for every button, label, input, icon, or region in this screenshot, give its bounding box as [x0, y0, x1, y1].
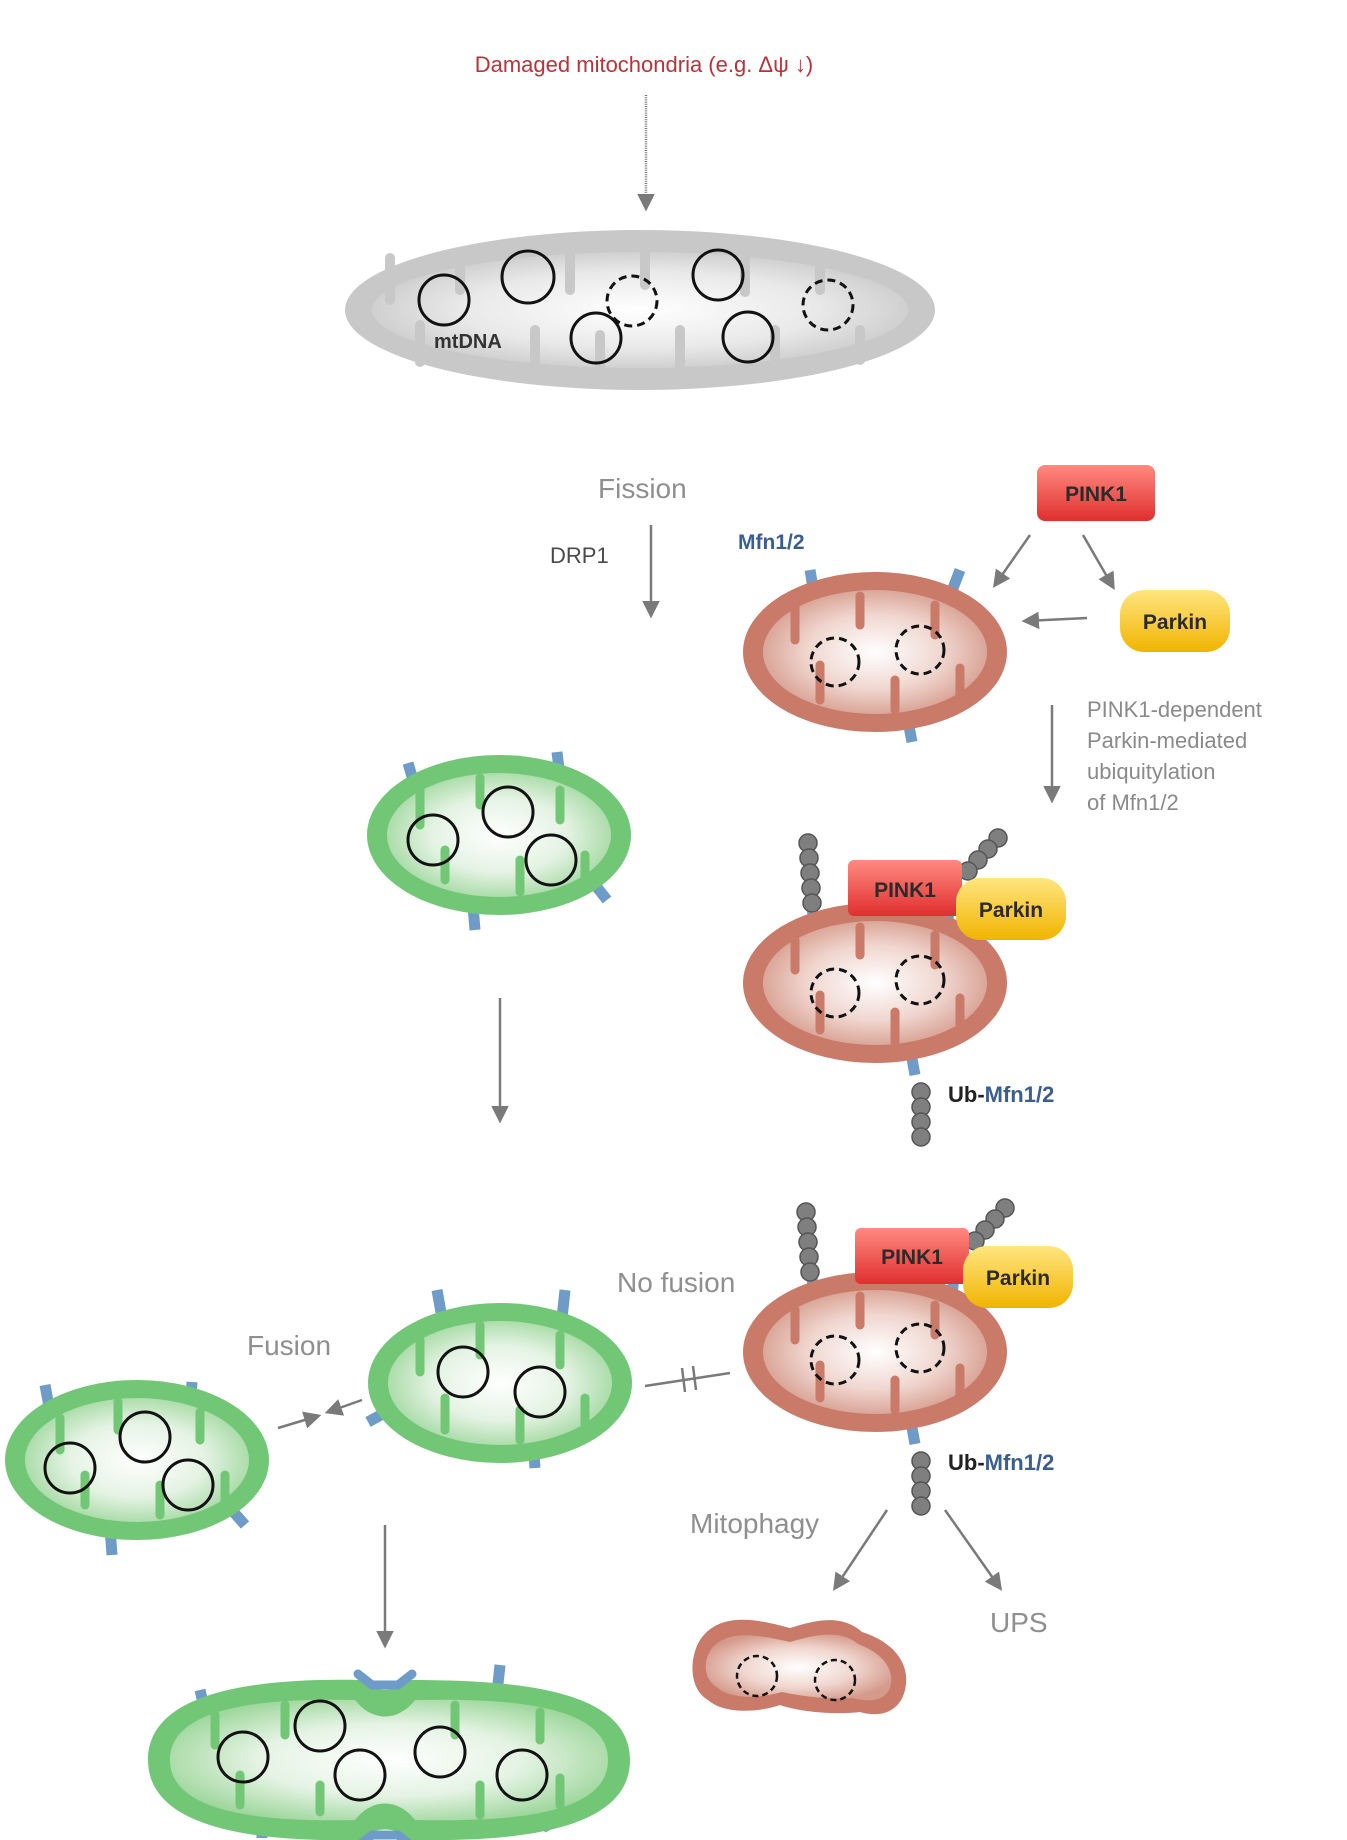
damaged-mitochondria-label: Damaged mitochondria (e.g. Δψ ↓)	[475, 52, 814, 77]
svg-text:PINK1: PINK1	[874, 879, 936, 902]
ubiquitylation-line-2: Parkin-mediated	[1087, 728, 1247, 753]
parkin-box-bottom: Parkin	[963, 1246, 1073, 1308]
svg-text:Parkin: Parkin	[1143, 611, 1207, 634]
pink1-box-middle: PINK1	[848, 860, 962, 916]
arrow-mitophagy	[833, 1509, 889, 1591]
mfn-label-top: Mfn1/2	[738, 531, 805, 554]
degraded-mitochondrion	[692, 1619, 907, 1715]
ub-mfn-label-bottom: Ub-Mfn1/2	[948, 1450, 1054, 1475]
arrow-fusion-right	[277, 1411, 322, 1430]
fission-label: Fission	[598, 473, 687, 504]
green-mitochondrion-1	[367, 751, 631, 931]
fused-green-mitochondrion	[148, 1664, 630, 1840]
ubiquitylation-line-1: PINK1-dependent	[1087, 697, 1262, 722]
arrow-pink1-to-parkin	[1081, 534, 1115, 591]
pink1-box-top: PINK1	[1037, 465, 1155, 521]
arrow-ups	[943, 1509, 1003, 1591]
svg-text:Parkin: Parkin	[986, 1267, 1050, 1290]
drp1-label: DRP1	[550, 543, 609, 568]
ub-mfn-label-middle: Ub-Mfn1/2	[948, 1082, 1054, 1107]
green-mitochondrion-2	[365, 1289, 632, 1469]
gray-mitochondrion: mtDNA	[345, 230, 935, 390]
red-mitochondrion-2	[743, 828, 1008, 1147]
mitophagy-label: Mitophagy	[690, 1508, 819, 1539]
red-mitochondrion-3	[743, 1198, 1015, 1516]
ubiquitylation-line-4: of Mfn1/2	[1087, 790, 1179, 815]
svg-text:PINK1: PINK1	[881, 1246, 943, 1269]
red-mitochondrion-1	[743, 568, 1007, 744]
arrow-fusion-left	[324, 1398, 363, 1416]
pink1-box-bottom: PINK1	[855, 1228, 969, 1284]
no-fusion-label: No fusion	[617, 1267, 735, 1298]
parkin-box-middle: Parkin	[956, 878, 1066, 940]
blocked-fusion-symbol	[644, 1365, 731, 1393]
fusion-label: Fusion	[247, 1330, 331, 1361]
green-mitochondrion-3	[5, 1380, 269, 1556]
arrow-parkin-to-mito	[1021, 611, 1088, 630]
arrow-pink1-to-mito	[992, 534, 1032, 588]
svg-text:PINK1: PINK1	[1065, 483, 1127, 506]
ups-label: UPS	[990, 1607, 1048, 1638]
svg-text:Parkin: Parkin	[979, 899, 1043, 922]
parkin-box-top: Parkin	[1120, 590, 1230, 652]
mtdna-label: mtDNA	[434, 331, 502, 353]
ubiquitylation-line-3: ubiquitylation	[1087, 759, 1215, 784]
